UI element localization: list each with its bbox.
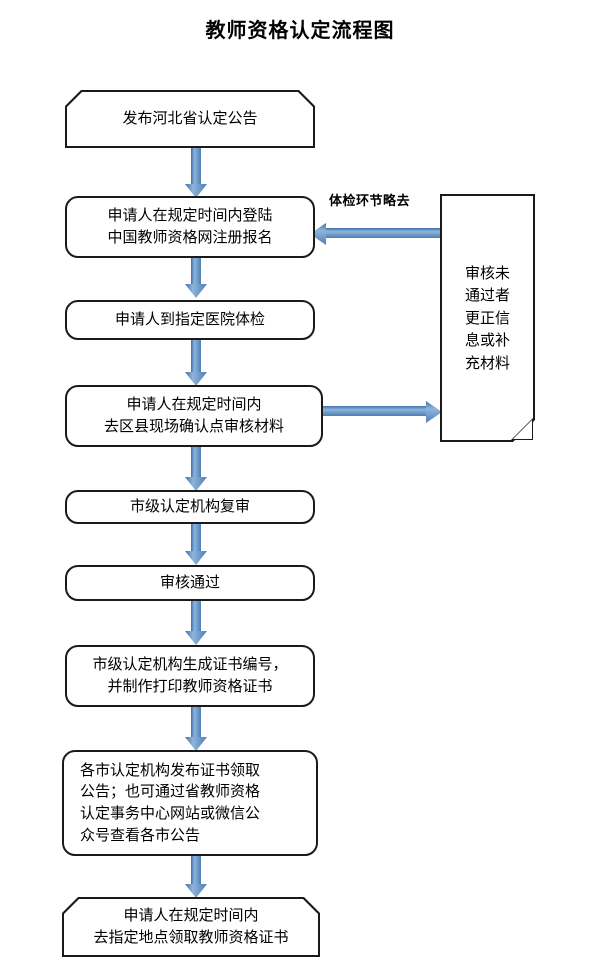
- node-label: 发布河北省认定公告: [122, 109, 258, 128]
- node-label: 申请人在规定时间内 去区县现场确认点审核材料: [103, 395, 284, 435]
- page-title: 教师资格认定流程图: [205, 18, 395, 42]
- arrow-onsite-to-correction: [312, 400, 442, 424]
- node-generate-certificate[interactable]: 市级认定机构生成证书编号， 并制作打印教师资格证书: [65, 645, 315, 707]
- arrow-passed-to-generate: [181, 601, 211, 645]
- node-correction-document[interactable]: 审核未 通过者 更正信 息或补 充材料: [440, 194, 535, 442]
- node-register-online[interactable]: 申请人在规定时间内登陆 中国教师资格网注册报名: [65, 196, 315, 258]
- arrow-register-to-medical: [181, 258, 211, 298]
- node-label: 申请人到指定医院体检: [114, 310, 265, 329]
- node-label: 各市认定机构发布证书领取 公告；也可通过省教师资格 认定事务中心网站或微信公 众…: [80, 760, 261, 844]
- node-onsite-verification[interactable]: 申请人在规定时间内 去区县现场确认点审核材料: [65, 385, 323, 447]
- node-collection-announcement[interactable]: 各市认定机构发布证书领取 公告；也可通过省教师资格 认定事务中心网站或微信公 众…: [62, 750, 318, 856]
- arrow-generate-to-collection: [181, 707, 211, 751]
- node-label: 市级认定机构生成证书编号， 并制作打印教师资格证书: [92, 655, 288, 695]
- node-review-passed[interactable]: 审核通过: [65, 565, 315, 601]
- node-label: 审核通过: [159, 573, 220, 592]
- node-fill: [67, 92, 313, 146]
- arrow-municipal-to-passed: [181, 523, 211, 565]
- node-municipal-review[interactable]: 市级认定机构复审: [65, 490, 315, 524]
- annotation-skip-physical-exam: 体检环节略去: [329, 194, 411, 209]
- arrow-onsite-to-municipal: [181, 447, 211, 491]
- node-label: 申请人在规定时间内登陆 中国教师资格网注册报名: [107, 206, 273, 246]
- arrow-collection-to-collect: [181, 856, 211, 898]
- node-publish-announcement[interactable]: 发布河北省认定公告: [65, 90, 315, 148]
- arrow-publish-to-register: [181, 148, 211, 198]
- node-label: 申请人在规定时间内 去指定地点领取教师资格证书: [93, 906, 289, 946]
- node-medical-exam[interactable]: 申请人到指定医院体检: [65, 300, 315, 340]
- arrow-correction-to-register: [310, 222, 442, 246]
- node-collect-certificate[interactable]: 申请人在规定时间内 去指定地点领取教师资格证书: [62, 897, 320, 957]
- node-label: 审核未 通过者 更正信 息或补 充材料: [464, 263, 510, 372]
- arrow-medical-to-onsite: [181, 340, 211, 386]
- document-fill: [442, 196, 533, 440]
- node-fill: [64, 899, 318, 955]
- node-label: 市级认定机构复审: [129, 497, 250, 516]
